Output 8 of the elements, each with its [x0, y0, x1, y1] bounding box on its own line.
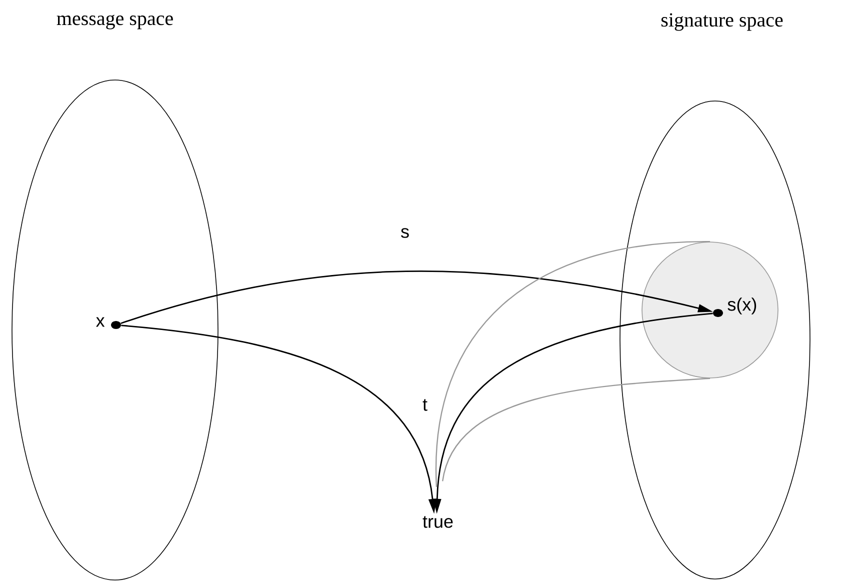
point-label: x: [96, 317, 105, 327]
space-heading: signature space: [661, 13, 783, 31]
edge-label: s: [401, 228, 409, 238]
point-label: s(x): [728, 298, 756, 314]
result-text: true: [422, 516, 453, 528]
space-heading: message space: [56, 14, 173, 30]
edge-label: t: [422, 399, 428, 411]
shaded-circle: [642, 242, 778, 378]
